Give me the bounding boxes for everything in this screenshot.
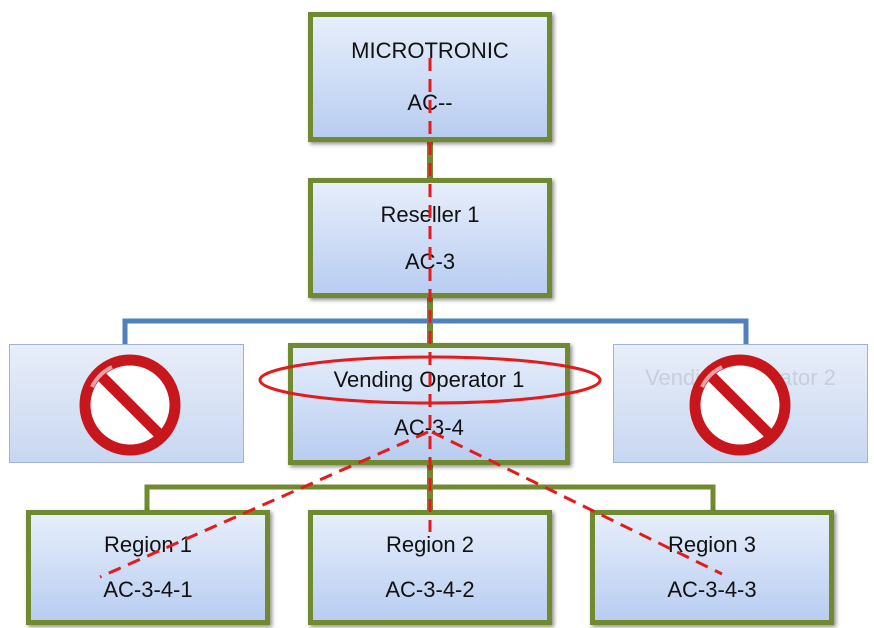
node-name: Region 2 (385, 532, 475, 558)
node-name: Vending Operator 2 (645, 365, 836, 391)
node-vending-operator-1[interactable]: Vending Operator 1 AC-3-4 (288, 343, 570, 465)
node-region-3[interactable]: Region 3 AC-3-4-3 (590, 510, 834, 625)
node-microtronic[interactable]: MICROTRONIC AC-- (308, 12, 552, 142)
connector-reseller-siblings (122, 318, 749, 345)
node-name: ... (117, 365, 136, 391)
node-blocked-left[interactable]: ... ... (9, 344, 244, 463)
node-name: Region 1 (103, 532, 193, 558)
node-code: AC-- (407, 90, 453, 115)
node-vending-operator-2[interactable]: Vending Operator 2 AC-3-5 (613, 344, 868, 463)
node-code: AC-3 (404, 248, 456, 274)
node-name: MICROTRONIC (351, 38, 509, 63)
node-reseller-1[interactable]: Reseller 1 AC-3 (308, 178, 552, 298)
node-name: Vending Operator 1 (333, 367, 525, 392)
node-code: AC-3-4-2 (385, 576, 475, 602)
node-code: ... (117, 415, 136, 441)
node-code: AC-3-4-1 (103, 576, 193, 602)
node-code: AC-3-5 (705, 415, 776, 441)
node-code: AC-3-4-3 (667, 576, 757, 602)
node-region-2[interactable]: Region 2 AC-3-4-2 (308, 510, 552, 625)
node-name: Reseller 1 (380, 201, 480, 227)
node-region-1[interactable]: Region 1 AC-3-4-1 (26, 510, 270, 625)
node-code: AC-3-4 (394, 415, 464, 440)
node-name: Region 3 (667, 532, 757, 558)
